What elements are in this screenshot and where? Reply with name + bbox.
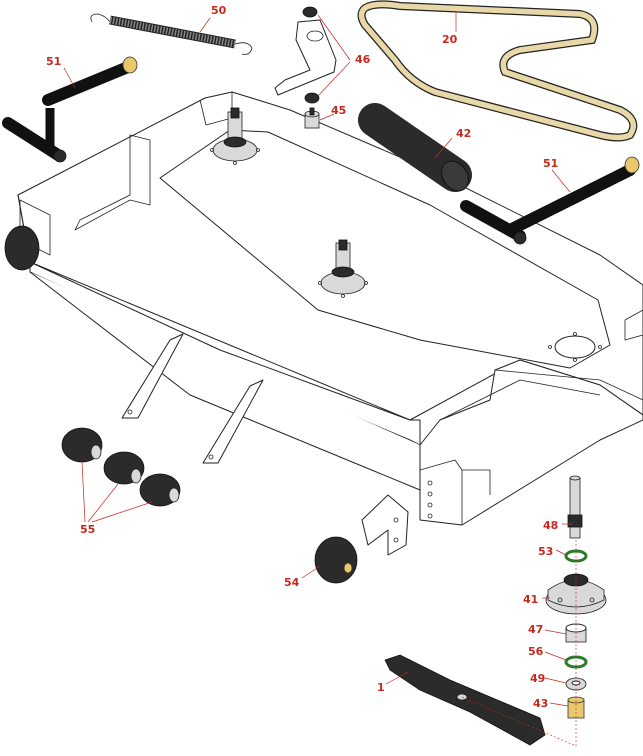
deck-spindle-left: [210, 107, 260, 165]
callout-43: 43: [533, 697, 548, 710]
mower-deck: [17, 91, 643, 526]
deck-roller-front-left: [4, 225, 40, 271]
belt-part: [357, 0, 638, 142]
callout-labels: 50 51 46 20 45 42 51 55 54 48 53 41 47 5…: [46, 4, 558, 710]
leader-lines: [63, 12, 577, 747]
callout-20: 20: [442, 33, 458, 46]
roller-54-part: [314, 536, 358, 584]
roller-55b-part: [103, 451, 145, 485]
callout-42: 42: [456, 127, 471, 140]
callout-55: 55: [80, 523, 95, 536]
spindle-cap-part: [304, 107, 320, 129]
callout-47: 47: [528, 623, 543, 636]
idler-arm-left-part: [2, 56, 138, 163]
callout-45: 45: [331, 104, 346, 117]
callout-41: 41: [523, 593, 538, 606]
idler-bracket-part: [274, 6, 337, 104]
deck-spindle-center: [318, 239, 368, 298]
roller-arm-right: [202, 379, 264, 464]
callout-50: 50: [211, 4, 227, 17]
idler-arm-right-part: [460, 156, 640, 245]
roller-55c-part: [139, 473, 181, 507]
roller-55a-part: [61, 427, 103, 463]
roller-bracket-part: [361, 494, 409, 556]
large-roller-part: [358, 103, 472, 192]
callout-49: 49: [530, 672, 545, 685]
blade-part: [384, 654, 546, 746]
roller-arm-left: [121, 333, 184, 419]
callout-46: 46: [355, 53, 371, 66]
spring-part: [90, 13, 253, 55]
callout-51-right: 51: [543, 157, 558, 170]
callout-53: 53: [538, 545, 553, 558]
callout-54: 54: [284, 576, 300, 589]
callout-48: 48: [543, 519, 558, 532]
callout-56: 56: [528, 645, 544, 658]
spindle-shaft-part: [567, 475, 583, 539]
callout-51-left: 51: [46, 55, 61, 68]
callout-1: 1: [377, 681, 385, 694]
